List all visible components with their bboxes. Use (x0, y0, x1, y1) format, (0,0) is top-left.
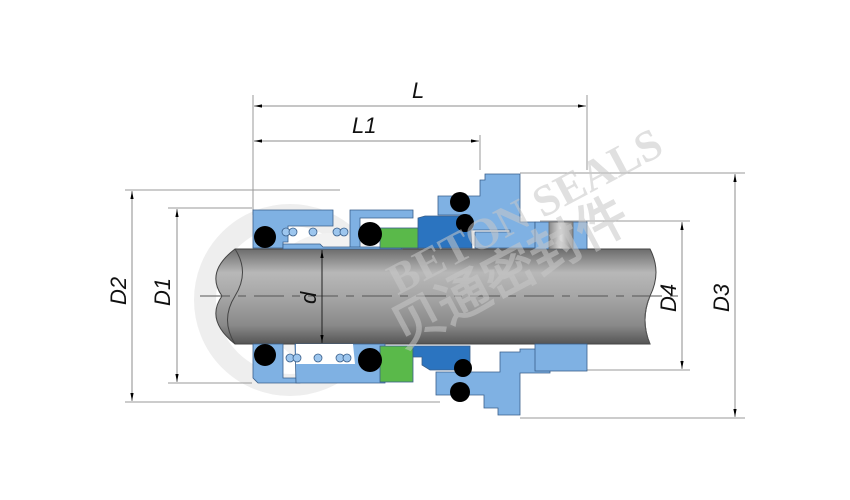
o-rings-top (254, 192, 474, 248)
o-ring (456, 214, 474, 232)
gland-bottom (435, 348, 551, 416)
o-ring (358, 222, 382, 246)
label-d: d (296, 291, 321, 304)
o-ring (254, 344, 276, 366)
springs-top (281, 227, 349, 237)
o-ring (358, 348, 382, 372)
label-D4: D4 (656, 284, 681, 312)
dimension-lines (130, 104, 737, 417)
label-L: L (412, 78, 424, 103)
set-screw (548, 221, 574, 250)
springs-bottom (285, 353, 352, 363)
o-ring (450, 382, 470, 402)
o-ring (454, 359, 472, 377)
seal-bottom-half (252, 343, 588, 416)
label-D3: D3 (709, 283, 734, 312)
label-D1: D1 (150, 278, 175, 306)
o-rings-bottom (254, 344, 472, 402)
label-D2: D2 (106, 277, 131, 305)
o-ring (254, 226, 276, 248)
label-L1: L1 (352, 113, 376, 138)
collar-bottom (534, 343, 588, 372)
o-ring (450, 192, 470, 212)
